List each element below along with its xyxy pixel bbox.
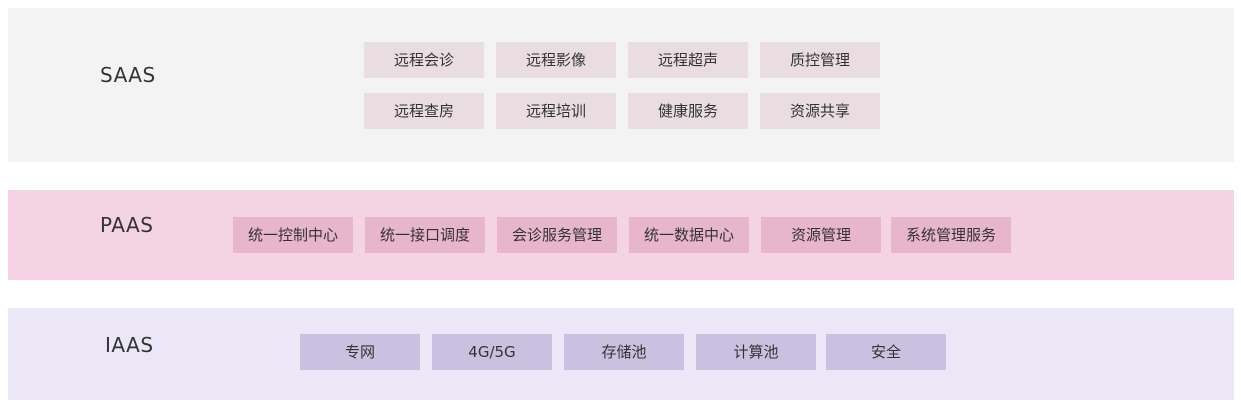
paas-item-system-mgmt-service: 系统管理服务 bbox=[891, 217, 1011, 253]
saas-layer-band bbox=[8, 8, 1234, 162]
paas-item-unified-control-center: 统一控制中心 bbox=[233, 217, 353, 253]
saas-item-remote-training: 远程培训 bbox=[496, 93, 616, 129]
iaas-layer-label: IAAS bbox=[105, 333, 154, 357]
iaas-item-security: 安全 bbox=[826, 334, 946, 370]
paas-item-consultation-service-mgmt: 会诊服务管理 bbox=[497, 217, 617, 253]
saas-item-remote-imaging: 远程影像 bbox=[496, 42, 616, 78]
saas-item-quality-control: 质控管理 bbox=[760, 42, 880, 78]
paas-item-unified-data-center: 统一数据中心 bbox=[629, 217, 749, 253]
saas-item-health-service: 健康服务 bbox=[628, 93, 748, 129]
paas-layer-label: PAAS bbox=[100, 213, 154, 237]
saas-item-remote-rounds: 远程查房 bbox=[364, 93, 484, 129]
saas-item-resource-sharing: 资源共享 bbox=[760, 93, 880, 129]
saas-item-remote-ultrasound: 远程超声 bbox=[628, 42, 748, 78]
saas-item-remote-consultation: 远程会诊 bbox=[364, 42, 484, 78]
iaas-item-private-network: 专网 bbox=[300, 334, 420, 370]
iaas-item-storage-pool: 存储池 bbox=[564, 334, 684, 370]
iaas-item-compute-pool: 计算池 bbox=[696, 334, 816, 370]
paas-layer-band bbox=[8, 190, 1234, 280]
paas-item-unified-interface-dispatch: 统一接口调度 bbox=[365, 217, 485, 253]
paas-item-resource-mgmt: 资源管理 bbox=[761, 217, 881, 253]
iaas-item-4g-5g: 4G/5G bbox=[432, 334, 552, 370]
saas-layer-label: SAAS bbox=[100, 63, 156, 87]
